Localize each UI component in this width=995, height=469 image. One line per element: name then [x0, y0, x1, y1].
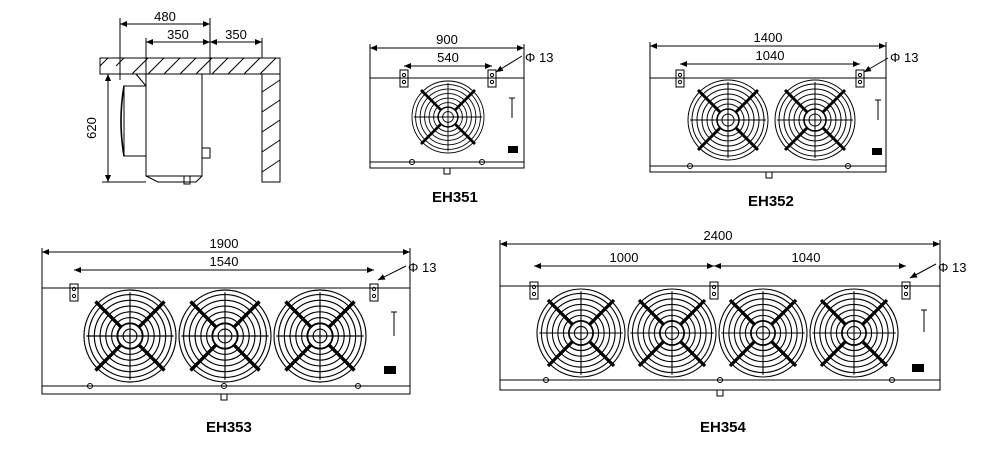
unit-eh354: 2400 1000 1040 Φ 13 EH354: [499, 228, 966, 436]
hole-label: Φ 13: [408, 260, 436, 275]
dim-480: 480: [154, 9, 176, 24]
dim-350-a: 350: [167, 27, 189, 42]
fan-icon: [626, 287, 718, 379]
fan-icon: [773, 78, 857, 162]
unit-eh351: 900 540 Φ 13 EH351: [369, 32, 553, 206]
dim-bolt: 1040: [756, 48, 785, 63]
dim-total: 2400: [704, 228, 733, 243]
fan-icon: [410, 79, 486, 155]
dim-total: 900: [436, 32, 458, 47]
fan-icon: [808, 287, 900, 379]
dim-total: 1400: [754, 30, 783, 45]
wall-band: [261, 73, 281, 183]
fan-icon: [177, 288, 273, 384]
model-label: EH354: [700, 419, 747, 436]
fan-icon: [82, 288, 178, 384]
dim-bolt: 540: [437, 50, 459, 65]
model-label: EH352: [748, 193, 794, 210]
coil-side: [123, 85, 147, 157]
ceiling-band: [99, 57, 281, 75]
dim-620: 620: [84, 117, 99, 139]
hatch: [99, 57, 281, 173]
model-label: EH351: [432, 189, 478, 206]
fan-icon: [686, 78, 770, 162]
fan-icon: [717, 287, 809, 379]
model-label: EH353: [206, 419, 252, 436]
unit-eh352: 1400 1040 Φ 13 EH352: [649, 30, 918, 210]
dim-total: 1900: [210, 236, 239, 251]
hole-label: Φ 13: [938, 260, 966, 275]
dim-bolt: 1540: [210, 254, 239, 269]
fan-icon: [272, 288, 368, 384]
side-view: 480 350 350 620: [84, 9, 281, 185]
dim-350-b: 350: [225, 27, 247, 42]
dim-bolt-b: 1040: [792, 250, 821, 265]
hole-label: Φ 13: [525, 50, 553, 65]
fan-icon: [535, 287, 627, 379]
unit-housing: [369, 77, 525, 169]
hole-label: Φ 13: [890, 50, 918, 65]
unit-body-side: [145, 73, 203, 177]
dim-bolt-a: 1000: [610, 250, 639, 265]
unit-eh353: 1900 1540 Φ 13 EH353: [41, 236, 436, 436]
